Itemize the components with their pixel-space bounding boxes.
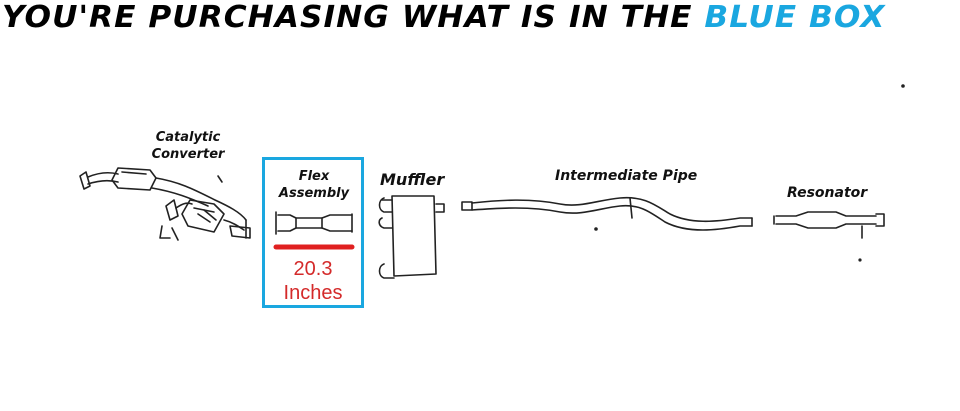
label-flex-assembly: Flex Assembly	[262, 168, 366, 202]
catalytic-converter-drawing	[79, 167, 251, 241]
intermediate-pipe-drawing	[461, 196, 753, 231]
label-flex-line2: Assembly	[278, 186, 350, 201]
muffler-drawing	[378, 195, 445, 279]
label-catalytic-line1: Catalytic	[155, 130, 221, 145]
flex-assembly-drawing	[275, 211, 353, 235]
page-headline: YOU'RE PURCHASING WHAT IS IN THE BLUE BO…	[2, 0, 960, 36]
label-resonator: Resonator	[787, 185, 868, 201]
label-intermediate-pipe: Intermediate Pipe	[555, 168, 698, 184]
label-muffler: Muffler	[380, 170, 445, 189]
headline-prefix: YOU'RE PURCHASING WHAT IS IN THE	[2, 0, 705, 35]
blue-box-highlight	[262, 157, 364, 308]
headline-highlight: BLUE BOX	[704, 0, 886, 35]
measurement-unit: Inches	[283, 282, 343, 304]
label-catalytic-converter: Catalytic Converter	[138, 129, 238, 163]
label-flex-line1: Flex	[298, 169, 330, 184]
label-catalytic-line2: Converter	[151, 147, 225, 162]
measurement-value: 20.3	[293, 258, 333, 280]
resonator-drawing	[773, 211, 885, 239]
